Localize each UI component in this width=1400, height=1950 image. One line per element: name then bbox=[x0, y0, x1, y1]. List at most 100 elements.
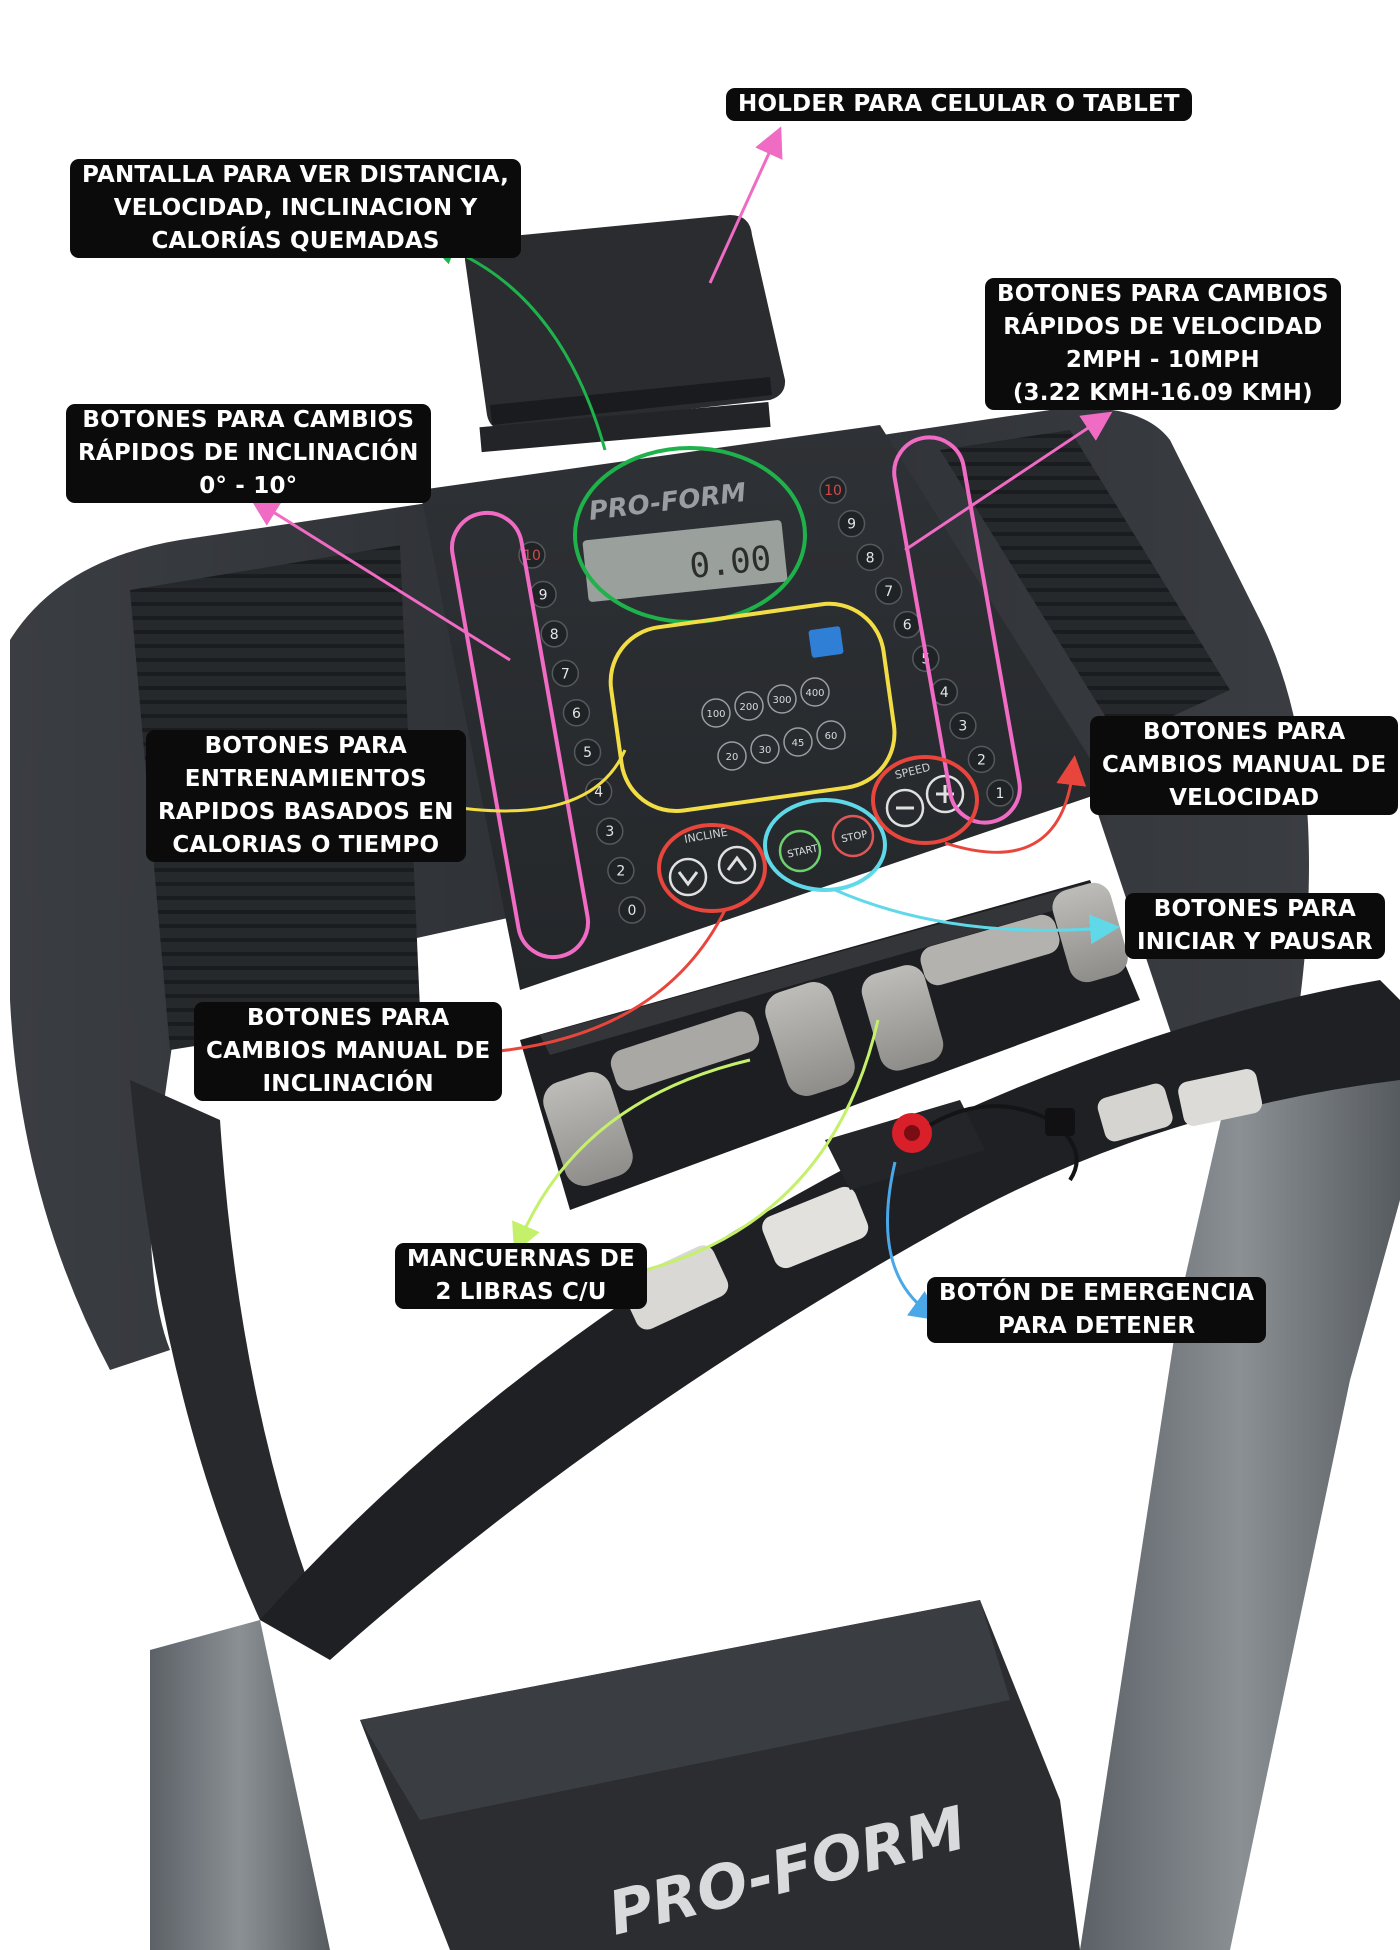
incline-button-label: 10 bbox=[523, 548, 541, 564]
speed-quick-highlight bbox=[892, 435, 1022, 825]
incline-button-label: 9 bbox=[539, 587, 548, 603]
start-stop-label: BOTONES PARA INICIAR Y PAUSAR bbox=[1125, 893, 1385, 959]
speed-button-3[interactable] bbox=[949, 711, 977, 740]
speed-button-label: 1 bbox=[996, 786, 1005, 802]
workout-arrow bbox=[425, 749, 627, 823]
incline-manual-arrow bbox=[463, 909, 727, 1067]
calorie-button-label: 300 bbox=[772, 695, 791, 706]
dumbbell bbox=[543, 982, 855, 1186]
grip-pad bbox=[1097, 1083, 1173, 1142]
calorie-button-200[interactable] bbox=[734, 691, 764, 721]
chevron-down-icon bbox=[677, 871, 699, 887]
start-button[interactable] bbox=[778, 829, 822, 873]
incline-button-2[interactable] bbox=[607, 856, 635, 885]
calorie-button-400[interactable] bbox=[800, 677, 830, 707]
stop-label: STOP bbox=[840, 829, 868, 845]
time-button-45[interactable] bbox=[783, 727, 813, 757]
incline-button-0[interactable] bbox=[618, 896, 646, 924]
time-button-label: 20 bbox=[726, 752, 739, 763]
incline-button-3[interactable] bbox=[596, 817, 624, 845]
emergency-stop-key[interactable] bbox=[825, 1100, 1079, 1190]
dumbbell-arrow-2 bbox=[610, 1019, 880, 1287]
callout-arrows bbox=[249, 126, 1120, 1321]
speed-button-label: 8 bbox=[866, 550, 875, 566]
speed-button-9[interactable] bbox=[837, 509, 866, 538]
calorie-button-300[interactable] bbox=[767, 684, 797, 714]
speed-button-8[interactable] bbox=[856, 543, 884, 572]
lcd-reading: 0.00 bbox=[688, 539, 774, 587]
incline-quick-label: BOTONES PARA CAMBIOS RÁPIDOS DE INCLINAC… bbox=[66, 404, 431, 503]
speed-button-2[interactable] bbox=[967, 745, 996, 774]
safety-clip bbox=[1045, 1108, 1075, 1136]
incline-up-button[interactable] bbox=[717, 845, 757, 885]
left-handlebar bbox=[130, 1080, 330, 1640]
emergency-arrow bbox=[885, 1161, 941, 1321]
incline-down-button[interactable] bbox=[668, 857, 708, 897]
time-button-30[interactable] bbox=[750, 734, 780, 764]
workout-label: BOTONES PARA ENTRENAMIENTOS RAPIDOS BASA… bbox=[146, 730, 466, 862]
speed-button-10[interactable] bbox=[819, 476, 847, 504]
speed-manual-arrow bbox=[944, 755, 1087, 854]
incline-button-8[interactable] bbox=[540, 620, 568, 648]
speed-down-button[interactable] bbox=[885, 788, 925, 828]
display-arrow bbox=[425, 236, 607, 451]
speed-button-1[interactable] bbox=[986, 779, 1014, 807]
start-stop-highlight bbox=[763, 798, 887, 892]
grip-pad bbox=[762, 1186, 869, 1269]
incline-manual-highlight bbox=[657, 823, 767, 913]
speed-quick-arrow bbox=[904, 411, 1113, 552]
incline-button-label: 8 bbox=[550, 627, 559, 643]
speed-up-button[interactable] bbox=[925, 774, 965, 814]
speed-button-label: 6 bbox=[903, 618, 912, 634]
incline-button-label: 3 bbox=[605, 824, 614, 840]
time-button-20[interactable] bbox=[717, 741, 747, 771]
incline-button-4[interactable] bbox=[584, 777, 613, 806]
calorie-button-100[interactable] bbox=[701, 698, 731, 728]
time-button-label: 60 bbox=[825, 731, 838, 742]
incline-button-label: 4 bbox=[594, 785, 603, 801]
grip-pad bbox=[622, 1245, 729, 1330]
safety-cord bbox=[928, 1104, 1079, 1182]
lcd-screen bbox=[582, 520, 788, 602]
incline-button-5[interactable] bbox=[573, 738, 602, 766]
time-button-label: 30 bbox=[759, 745, 772, 756]
tablet-holder bbox=[464, 215, 786, 453]
incline-button-label: 2 bbox=[616, 864, 625, 880]
dumbbell-label: MANCUERNAS DE 2 LIBRAS C/U bbox=[395, 1243, 647, 1309]
incline-button-7[interactable] bbox=[551, 659, 580, 688]
incline-button-label: 6 bbox=[572, 706, 581, 722]
treadmill-uprights bbox=[150, 1020, 1400, 1950]
speed-button-label: 2 bbox=[977, 752, 986, 768]
speed-button-label: 3 bbox=[958, 719, 967, 735]
workout-highlight bbox=[608, 601, 897, 814]
emergency-label: BOTÓN DE EMERGENCIA PARA DETENER bbox=[927, 1277, 1267, 1343]
time-button-60[interactable] bbox=[816, 720, 846, 750]
speed-button-label: 4 bbox=[940, 685, 949, 701]
speed-button-7[interactable] bbox=[874, 577, 903, 605]
incline-quick-highlight bbox=[450, 510, 590, 960]
holder-label: HOLDER PARA CELULAR O TABLET bbox=[726, 88, 1192, 121]
display-label: PANTALLA PARA VER DISTANCIA, VELOCIDAD, … bbox=[70, 159, 522, 258]
incline-button-6[interactable] bbox=[562, 699, 591, 727]
stop-button[interactable] bbox=[831, 814, 875, 858]
start-stop-arrow bbox=[834, 888, 1120, 945]
calorie-button-label: 100 bbox=[706, 709, 725, 720]
incline-button-label: 5 bbox=[583, 745, 592, 761]
dumbbells bbox=[543, 882, 1128, 1186]
grip-pad bbox=[1178, 1069, 1263, 1126]
speed-manual-label: BOTONES PARA CAMBIOS MANUAL DE VELOCIDAD bbox=[1090, 716, 1399, 815]
speed-manual-highlight bbox=[871, 755, 979, 845]
chevron-up-icon bbox=[726, 855, 748, 871]
speed-button-label: 10 bbox=[824, 483, 842, 499]
time-button-label: 45 bbox=[792, 738, 805, 749]
calorie-button-label: 200 bbox=[739, 702, 758, 713]
incline-manual-label: BOTONES PARA CAMBIOS MANUAL DE INCLINACI… bbox=[194, 1002, 503, 1101]
speed-quick-label: BOTONES PARA CAMBIOS RÁPIDOS DE VELOCIDA… bbox=[985, 278, 1341, 410]
holder-arrow bbox=[708, 126, 783, 284]
incline-button-label: 7 bbox=[561, 666, 570, 682]
speed-button-label: 9 bbox=[847, 517, 856, 533]
speed-button-label: 7 bbox=[884, 584, 893, 600]
